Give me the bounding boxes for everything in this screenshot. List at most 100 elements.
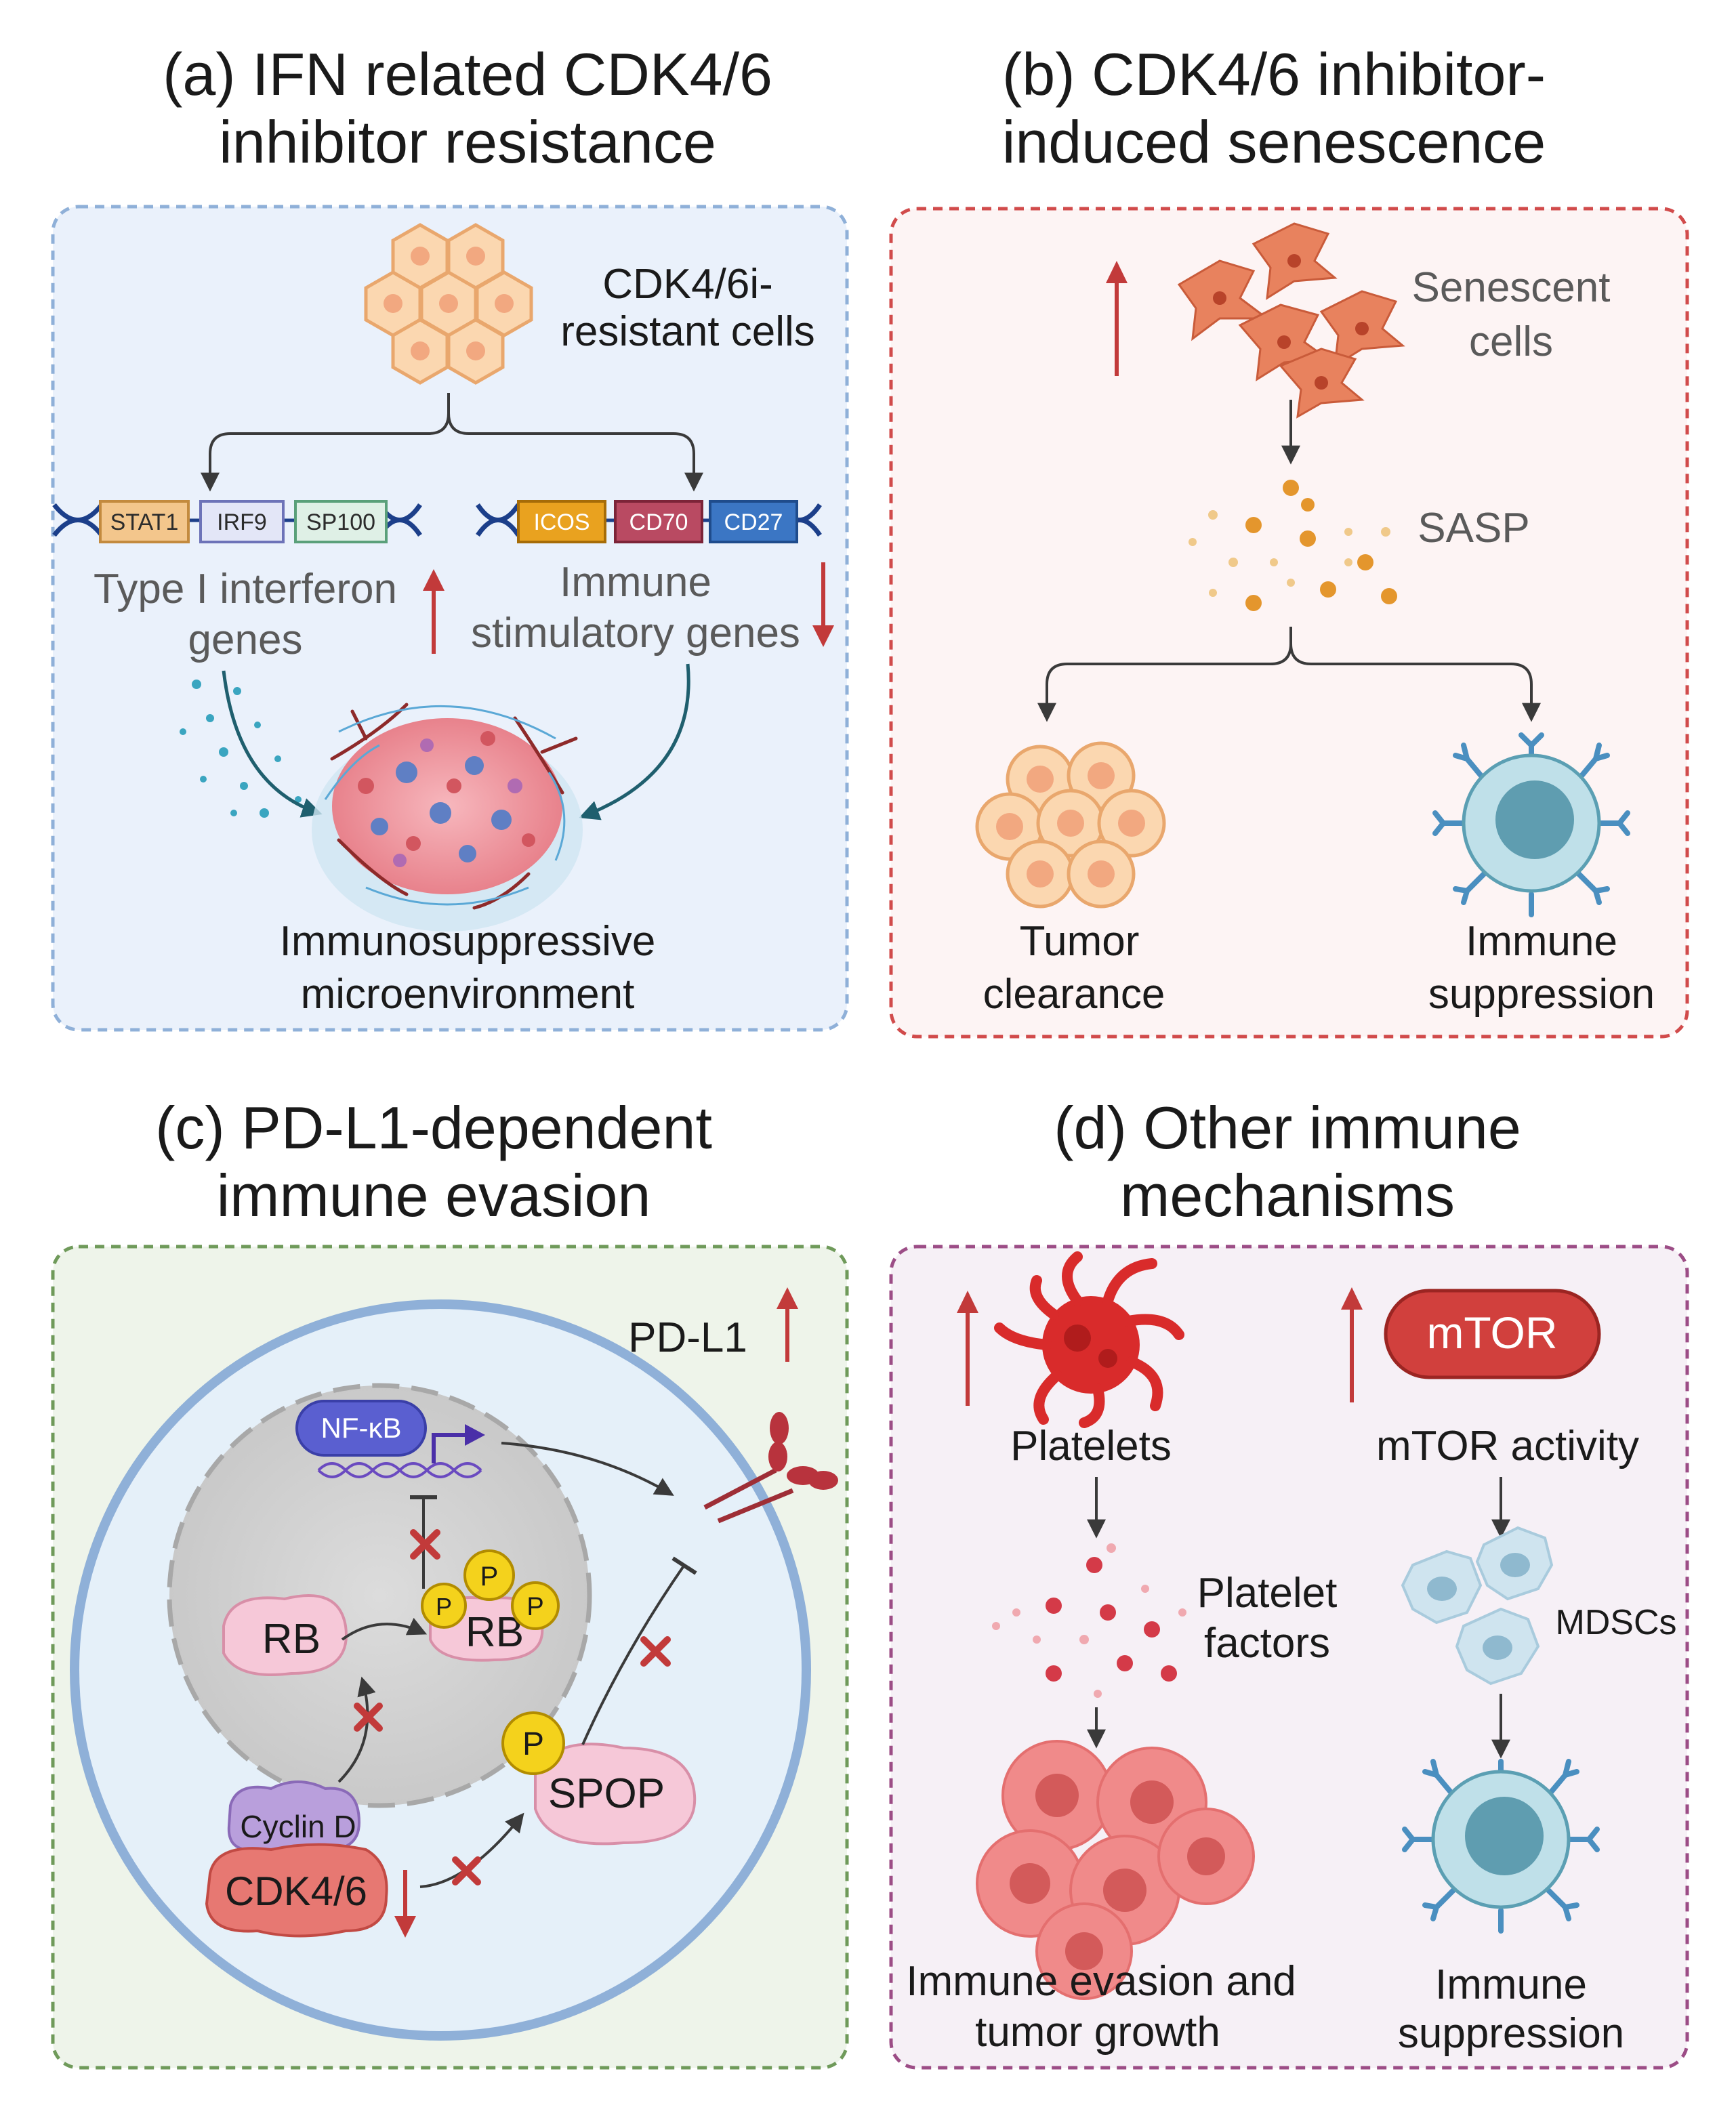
up-arrow-icon	[423, 569, 445, 654]
platelets-label: Platelets	[1010, 1423, 1172, 1470]
tumor-growth-icon	[976, 1740, 1255, 2000]
mtor-badge-label: mTOR	[1426, 1308, 1557, 1358]
resistant-cells-label-line1: CDK4/6i-	[602, 261, 773, 308]
cdk46-label: CDK4/6	[225, 1869, 367, 1914]
up-arrow-icon	[1341, 1287, 1363, 1402]
panel-a-title-line2: inhibitor resistance	[219, 108, 716, 175]
gene-box-icos	[517, 500, 606, 543]
panel-b: (b) CDK4/6 inhibitor- induced senescence…	[889, 41, 1689, 1039]
platelet-icon	[994, 1251, 1184, 1428]
spop-phosphate-label: P	[522, 1726, 544, 1762]
down-arrow-icon	[812, 562, 834, 647]
block-x-icon	[410, 1529, 440, 1560]
arrow-interferon-to-tumor	[222, 670, 323, 818]
transcription-arrow-icon	[465, 1424, 485, 1446]
gene-irf9: IRF9	[217, 509, 267, 535]
gene-icos: ICOS	[533, 509, 590, 535]
gene-sp100: SP100	[306, 509, 375, 535]
immune-suppression-label-line2: suppression	[1398, 2010, 1624, 2057]
block-x-icon	[354, 1703, 383, 1732]
arrow-cdk-to-rb	[337, 1676, 376, 1783]
panel-c: (c) PD-L1-dependent immune evasion PD-L1…	[51, 1094, 849, 2070]
phosphate-label-1: P	[436, 1593, 452, 1621]
phosphate-group-icon	[421, 1549, 560, 1630]
immunosuppressive-label-line2: microenvironment	[301, 971, 635, 1018]
immunosuppressive-label-line1: Immunosuppressive	[280, 918, 656, 965]
pdl1-receptor-icon	[703, 1412, 838, 1524]
tumor-clearance-label-line1: Tumor	[1020, 918, 1140, 965]
panel-d-title-line1: (d) Other immune	[1054, 1094, 1521, 1161]
panel-a: (a) IFN related CDK4/6 inhibitor resista…	[51, 41, 849, 1032]
block-x-icon	[640, 1636, 671, 1667]
transcription-start-icon	[432, 1433, 468, 1463]
immune-suppression-label-line2: suppression	[1428, 971, 1655, 1018]
senescent-cells-label-line2: cells	[1469, 318, 1553, 365]
up-arrow-icon	[957, 1291, 978, 1406]
nfkb-label: NF-κB	[321, 1412, 402, 1444]
up-arrow-icon	[1106, 261, 1128, 376]
branch-arrow-right	[447, 413, 703, 492]
nucleus-icon	[167, 1383, 592, 1808]
panel-d-title-line2: mechanisms	[1120, 1162, 1455, 1229]
immune-suppression-label-line1: Immune	[1435, 1961, 1587, 2008]
gene-box-cd27	[709, 500, 798, 543]
resistant-cells-label-line2: resistant cells	[560, 308, 815, 355]
arrow-rb-to-prb	[341, 1617, 428, 1641]
type-i-interferon-label-line2: genes	[188, 617, 303, 663]
panel-a-title-line1: (a) IFN related CDK4/6	[163, 41, 772, 108]
panel-d: (d) Other immune mechanisms Platelets mT…	[889, 1094, 1689, 2070]
gene-box-irf9	[199, 500, 285, 543]
arrow-nfkb-to-pdl1	[501, 1442, 674, 1496]
senescent-cells-label-line1: Senescent	[1412, 264, 1611, 311]
gene-box-sp100	[294, 500, 388, 543]
panel-c-title-line1: (c) PD-L1-dependent	[155, 1094, 712, 1161]
tumor-growth-label-line2: tumor growth	[975, 2009, 1220, 2056]
nfkb-complex	[295, 1400, 427, 1457]
sasp-dots-icon	[1189, 480, 1397, 611]
gene-box-cd70	[614, 500, 703, 543]
phosphate-label-3: P	[526, 1593, 543, 1621]
rb-protein	[222, 1594, 348, 1676]
gene-cd70: CD70	[629, 509, 688, 535]
inhibition-line-spop-pdl1	[581, 1564, 686, 1745]
platelet-factors-label-line2: factors	[1204, 1620, 1330, 1667]
panel-b-title-line2: induced senescence	[1002, 108, 1546, 175]
tumor-microenvironment-icon	[312, 703, 583, 932]
inhibition-bar-icon	[671, 1556, 697, 1575]
branch-arrow-right	[1289, 643, 1541, 722]
rb-label: RB	[262, 1616, 321, 1663]
cdk46-protein	[205, 1843, 388, 1938]
up-arrow-icon	[777, 1287, 798, 1362]
mdsc-cells-icon	[1401, 1526, 1554, 1686]
gene-cd27: CD27	[724, 509, 783, 535]
sasp-label: SASP	[1418, 505, 1529, 551]
senescent-cells-icon	[1177, 222, 1405, 419]
spop-phosphate-icon	[501, 1711, 565, 1775]
immune-stimulatory-label-line2: stimulatory genes	[471, 610, 800, 656]
immune-suppression-label-line1: Immune	[1466, 918, 1617, 965]
gene-stat1: STAT1	[110, 509, 179, 535]
arrow-stimulatory-to-tumor	[579, 663, 690, 820]
panel-a-box	[51, 205, 849, 1032]
tumor-clearance-label-line2: clearance	[983, 971, 1165, 1018]
block-x-icon	[452, 1856, 481, 1885]
resistant-cells-icon	[364, 223, 533, 385]
down-arrow-icon	[394, 1870, 416, 1938]
tumor-cells-icon	[975, 741, 1166, 909]
spop-label: SPOP	[548, 1770, 665, 1817]
platelet-factors-icon	[992, 1543, 1186, 1698]
pdl1-label: PD-L1	[628, 1314, 747, 1361]
type-i-interferon-label-line1: Type I interferon	[94, 566, 397, 612]
immune-cell-icon	[1402, 1759, 1600, 1934]
immune-stimulatory-label-line1: Immune	[560, 559, 711, 606]
dna-icon	[317, 1462, 482, 1478]
immune-cell-icon	[1432, 732, 1630, 917]
cyclin-d-label: Cyclin D	[240, 1809, 356, 1844]
panel-c-title-line2: immune evasion	[217, 1162, 651, 1229]
mtor-badge	[1384, 1289, 1601, 1379]
branch-arrow-left	[201, 393, 450, 492]
interferon-dots-icon	[180, 680, 302, 818]
spop-protein	[534, 1743, 697, 1846]
